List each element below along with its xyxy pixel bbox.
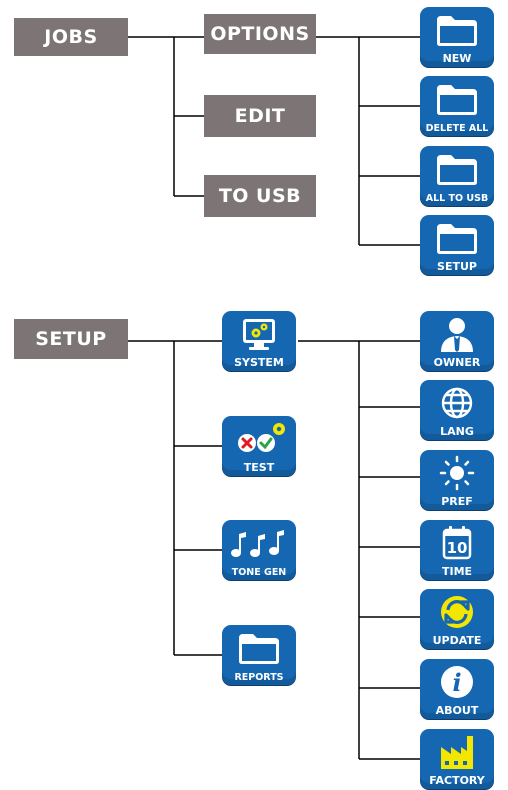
- tone-gen-tile[interactable]: TONE GEN: [222, 520, 296, 580]
- system-tile[interactable]: SYSTEM: [222, 311, 296, 371]
- person-icon: [420, 314, 494, 354]
- monitor-gear-icon: [222, 314, 296, 354]
- all-to-usb-tile-label: ALL TO USB: [425, 193, 489, 204]
- folder-icon: [420, 79, 494, 119]
- owner-tile[interactable]: OWNER: [420, 311, 494, 371]
- folder-icon: [222, 628, 296, 668]
- folder-icon: [420, 149, 494, 189]
- factory-icon: [420, 732, 494, 772]
- system-tile-label: SYSTEM: [234, 356, 284, 369]
- lang-tile[interactable]: LANG: [420, 380, 494, 440]
- calendar-day: 10: [446, 539, 468, 557]
- setup-box[interactable]: SETUP: [14, 319, 128, 359]
- about-tile[interactable]: i ABOUT: [420, 659, 494, 719]
- test-tile-label: TEST: [243, 461, 275, 474]
- info-icon: [420, 662, 494, 702]
- jobs-setup-tile[interactable]: SETUP: [420, 215, 494, 275]
- new-tile[interactable]: NEW: [420, 7, 494, 67]
- options-label: OPTIONS: [210, 23, 310, 45]
- refresh-icon: [420, 592, 494, 632]
- folder-icon: [420, 10, 494, 50]
- lang-tile-label: LANG: [440, 425, 474, 438]
- reports-tile[interactable]: REPORTS: [222, 625, 296, 685]
- music-notes-icon: [222, 523, 296, 563]
- owner-tile-label: OWNER: [433, 356, 481, 369]
- pref-tile-label: PREF: [441, 495, 473, 508]
- edit-label: EDIT: [234, 105, 286, 127]
- update-tile[interactable]: UPDATE: [420, 589, 494, 649]
- folder-icon: [420, 218, 494, 258]
- update-tile-label: UPDATE: [432, 634, 482, 647]
- to-usb-label: TO USB: [218, 185, 302, 207]
- delete-all-tile[interactable]: DELETE ALL: [420, 76, 494, 136]
- jobs-label: JOBS: [44, 26, 98, 48]
- setup-label: SETUP: [35, 328, 107, 350]
- new-tile-label: NEW: [442, 52, 472, 65]
- test-tile[interactable]: TEST: [222, 416, 296, 476]
- to-usb-box[interactable]: TO USB: [204, 175, 316, 217]
- test-pass-fail-icon: [222, 419, 296, 459]
- calendar-icon: [420, 523, 494, 563]
- tone-gen-tile-label: TONE GEN: [231, 567, 287, 578]
- jobs-setup-tile-label: SETUP: [437, 260, 477, 273]
- time-tile[interactable]: 10 TIME: [420, 520, 494, 580]
- jobs-box[interactable]: JOBS: [14, 18, 128, 56]
- options-box[interactable]: OPTIONS: [204, 14, 316, 54]
- time-tile-label: TIME: [441, 565, 473, 578]
- reports-tile-label: REPORTS: [234, 672, 284, 683]
- factory-tile-label: FACTORY: [429, 774, 485, 787]
- all-to-usb-tile[interactable]: ALL TO USB: [420, 146, 494, 206]
- edit-box[interactable]: EDIT: [204, 95, 316, 137]
- sun-icon: [420, 453, 494, 493]
- info-glyph: i: [452, 668, 462, 697]
- about-tile-label: ABOUT: [435, 704, 479, 717]
- globe-icon: [420, 383, 494, 423]
- pref-tile[interactable]: PREF: [420, 450, 494, 510]
- factory-tile[interactable]: FACTORY: [420, 729, 494, 789]
- delete-all-tile-label: DELETE ALL: [425, 123, 489, 134]
